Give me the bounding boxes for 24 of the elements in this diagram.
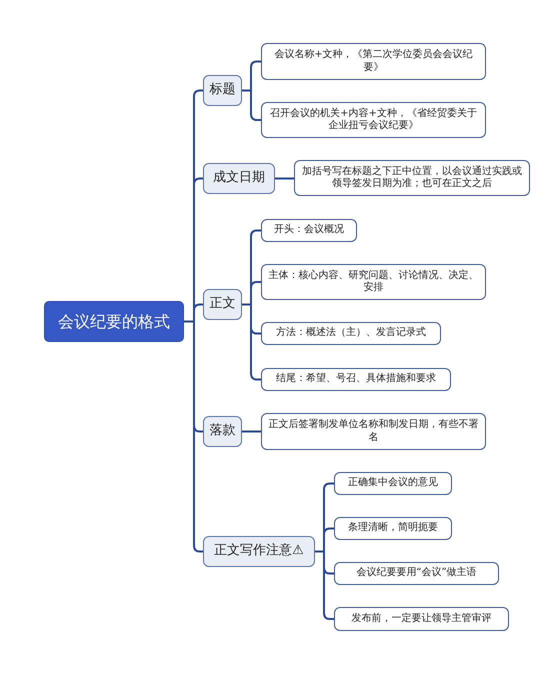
branch-topic: 标题 (203, 75, 242, 106)
connector-line (275, 178, 294, 180)
connector-line (242, 430, 261, 432)
subtopic-box: 方法：概述法（主）、发言记录式 (261, 322, 441, 345)
subtopic-box: 结尾：希望、号召、具体措施和要求 (261, 368, 451, 391)
subtopic-box: 召开会议的机关+内容+文种，《省经贸委关于企业扭亏会议纪要》 (261, 102, 486, 138)
branch-topic: 成文日期 (203, 163, 275, 194)
subtopic-box: 条理清晰，简明扼要 (334, 517, 452, 540)
connector-line (242, 90, 261, 121)
connector-line (242, 304, 261, 380)
branch-topic: 正文 (203, 289, 242, 320)
subtopic-box: 正确集中会议的意见 (334, 472, 452, 495)
subtopic-box: 会议名称+文种，《第二次学位委员会会议纪要》 (261, 43, 486, 80)
branch-topic: 正文写作注意⚠ (203, 536, 315, 567)
root-topic: 会议纪要的格式 (44, 301, 184, 342)
subtopic-box: 正文后签署制发单位名称和制发日期，有些不署名 (261, 413, 486, 450)
branch-topic: 落款 (203, 416, 242, 447)
subtopic-box: 开头：会议概况 (261, 219, 357, 242)
subtopic-box: 会议纪要要用“会议”做主语 (334, 562, 499, 585)
connector-line (315, 550, 334, 620)
connector-line (184, 320, 203, 552)
subtopic-box: 主体：核心内容、研究问题、讨论情况、决定、安排 (261, 264, 486, 300)
subtopic-box: 发布前，一定要让领导主管审评 (334, 607, 509, 631)
subtopic-box: 加括号写在标题之下正中位置，以会议通过实践或领导签发日期为准；也可在正文之后 (294, 160, 530, 196)
